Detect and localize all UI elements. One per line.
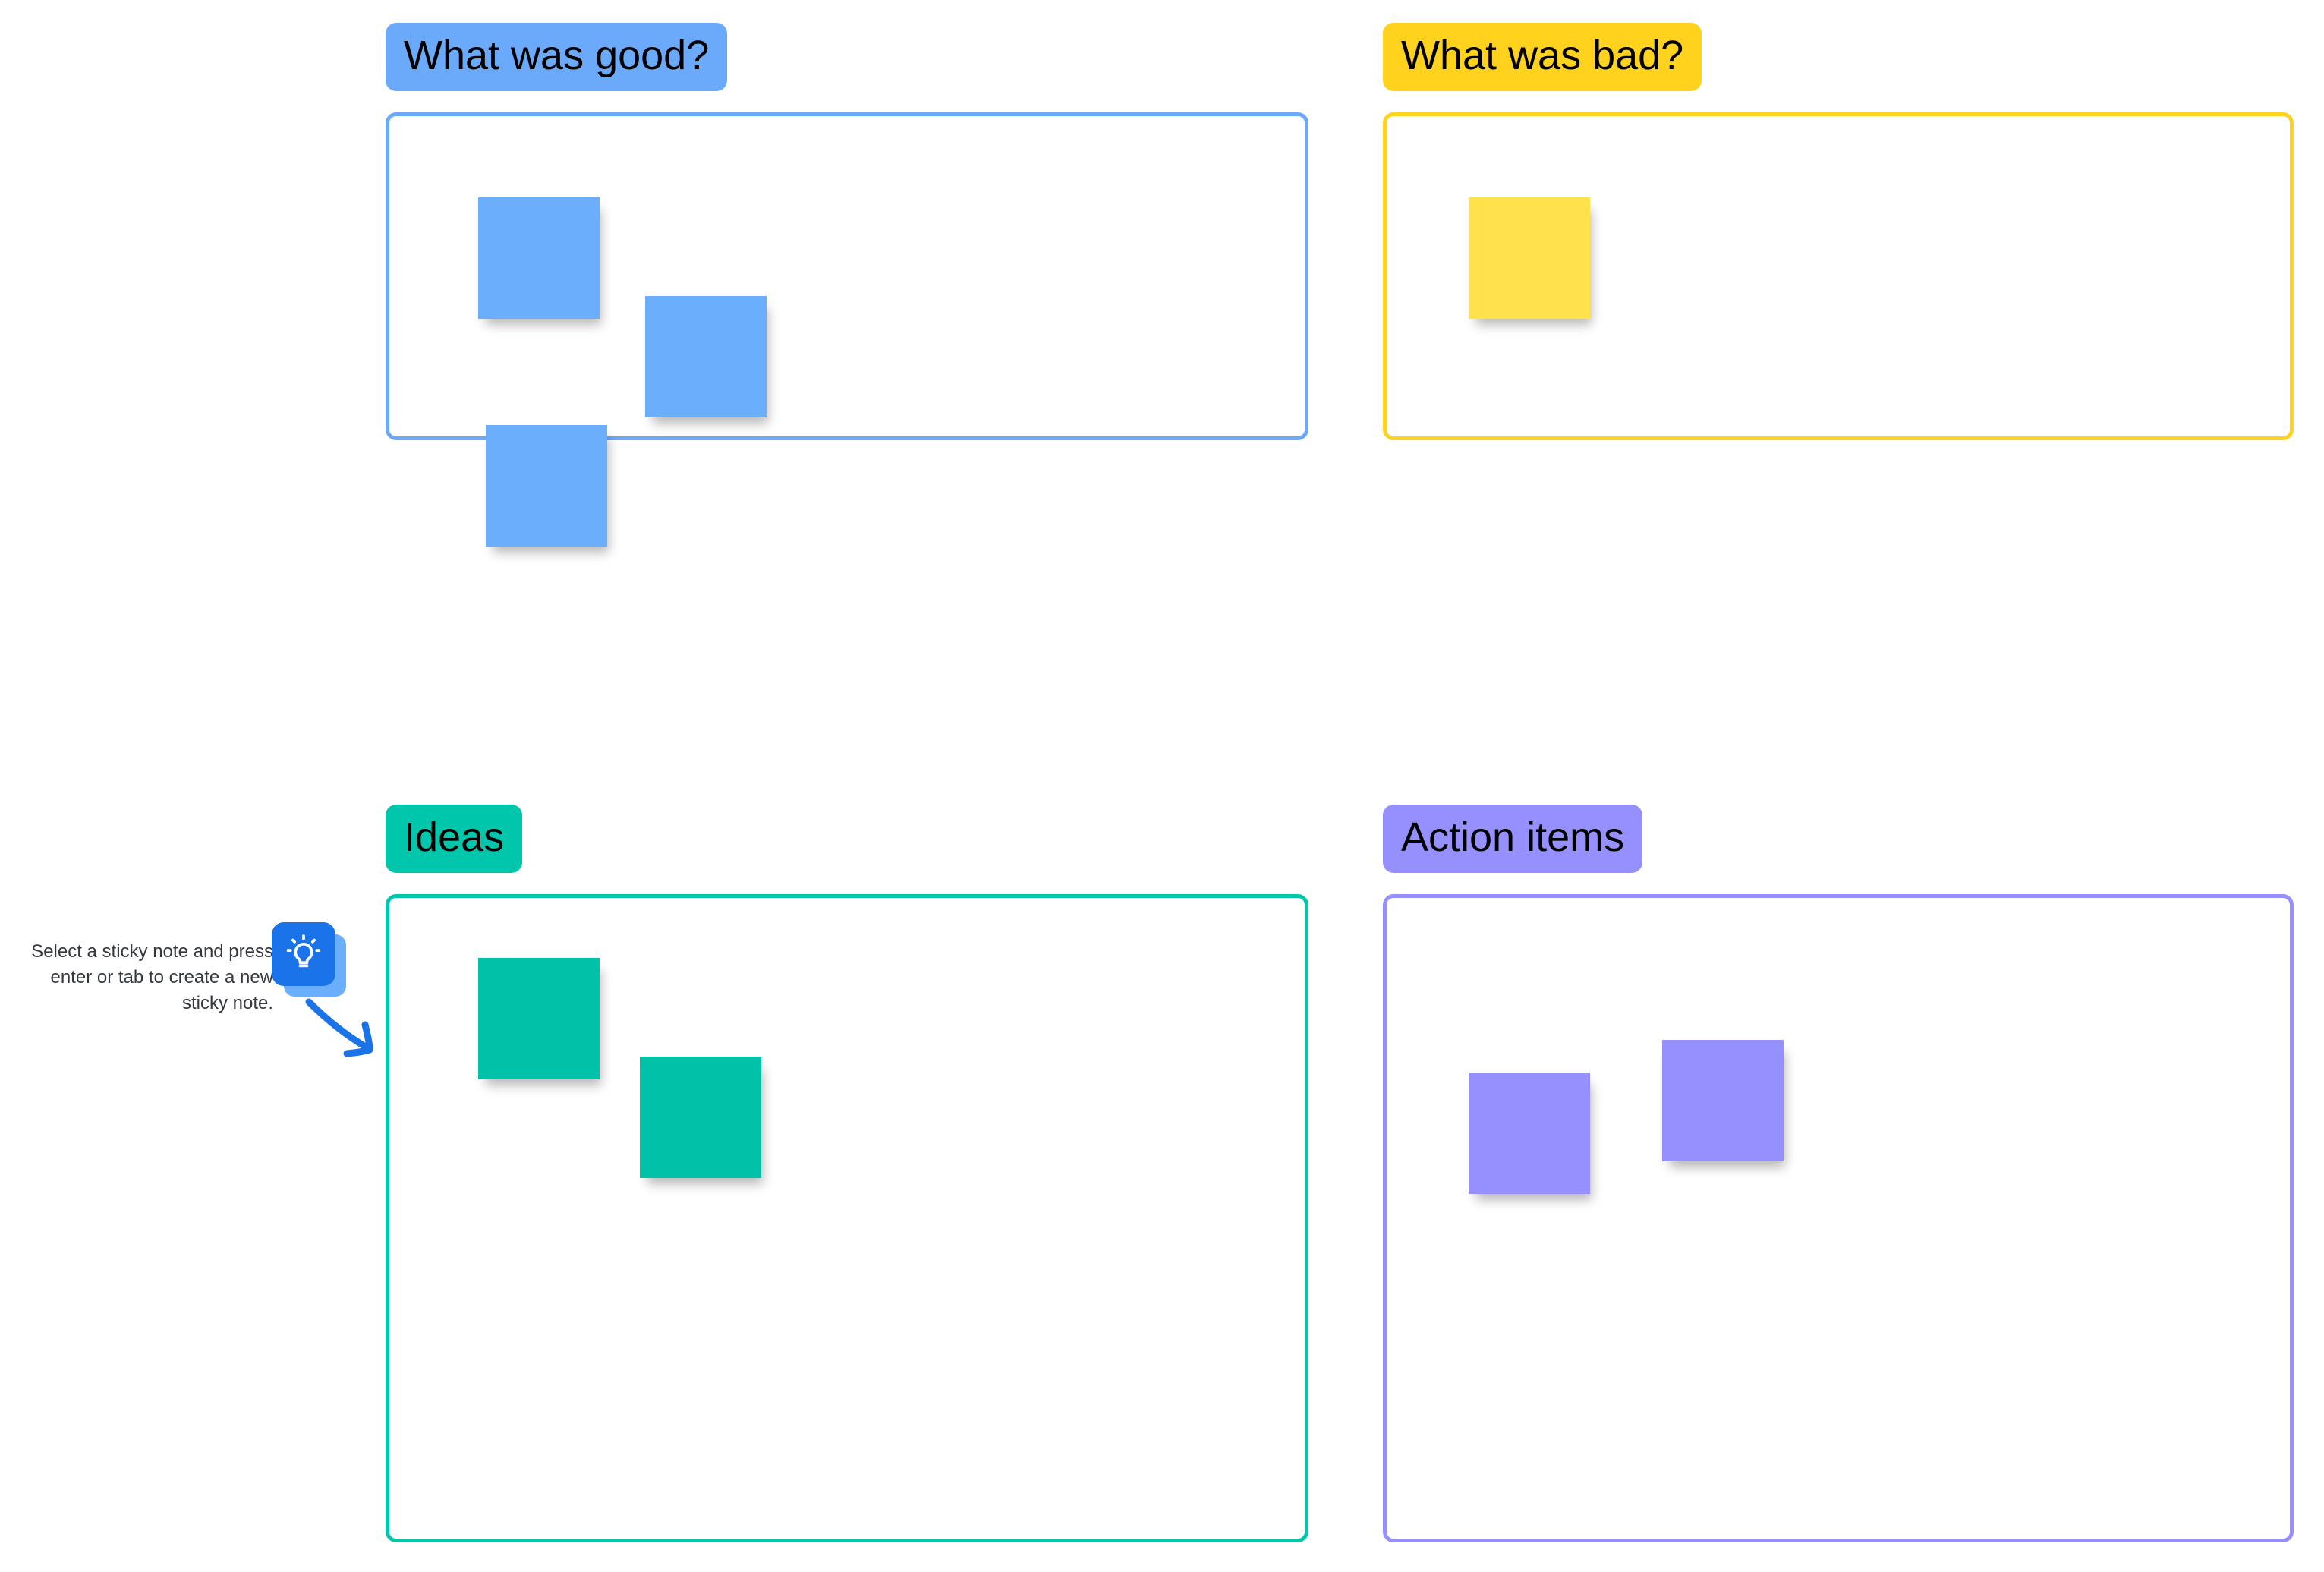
quadrant-header-action-items[interactable]: Action items	[1383, 805, 1643, 873]
sticky-note[interactable]	[478, 958, 600, 1079]
lightbulb-icon[interactable]	[272, 922, 335, 986]
hint-text: Select a sticky note and press enter or …	[31, 941, 273, 1013]
sticky-note[interactable]	[1469, 1073, 1590, 1194]
quadrant-title-what-was-good: What was good?	[404, 33, 710, 78]
curved-arrow-glyph	[305, 998, 373, 1057]
quadrant-what-was-bad: What was bad?	[1383, 23, 2294, 440]
sticky-note[interactable]	[645, 296, 767, 417]
quadrant-title-action-items: Action items	[1401, 814, 1625, 860]
quadrant-body-action-items[interactable]	[1383, 894, 2294, 1542]
quadrant-title-what-was-bad: What was bad?	[1401, 33, 1684, 78]
quadrant-header-what-was-bad[interactable]: What was bad?	[1383, 23, 1702, 91]
sticky-note[interactable]	[1662, 1040, 1784, 1161]
quadrant-title-ideas: Ideas	[404, 814, 505, 860]
hint-icon-wrap	[272, 922, 346, 997]
quadrant-action-items: Action items	[1383, 805, 2294, 1542]
quadrant-ideas: Ideas	[386, 805, 1308, 1542]
lightbulb-glyph	[286, 934, 321, 968]
sticky-note[interactable]	[478, 197, 600, 319]
sticky-note[interactable]	[486, 425, 607, 547]
quadrant-body-ideas[interactable]	[386, 894, 1308, 1542]
quadrant-header-what-was-good[interactable]: What was good?	[386, 23, 728, 91]
quadrant-header-ideas[interactable]: Ideas	[386, 805, 523, 873]
quadrant-what-was-good: What was good?	[386, 23, 1308, 547]
sticky-note[interactable]	[640, 1057, 761, 1178]
quadrant-body-what-was-bad[interactable]	[1383, 112, 2294, 440]
sticky-note[interactable]	[1469, 197, 1590, 319]
create-sticky-note-hint: Select a sticky note and press enter or …	[30, 922, 387, 1059]
hint-arrow-icon	[300, 994, 387, 1066]
quadrant-body-what-was-good[interactable]	[386, 112, 1308, 547]
